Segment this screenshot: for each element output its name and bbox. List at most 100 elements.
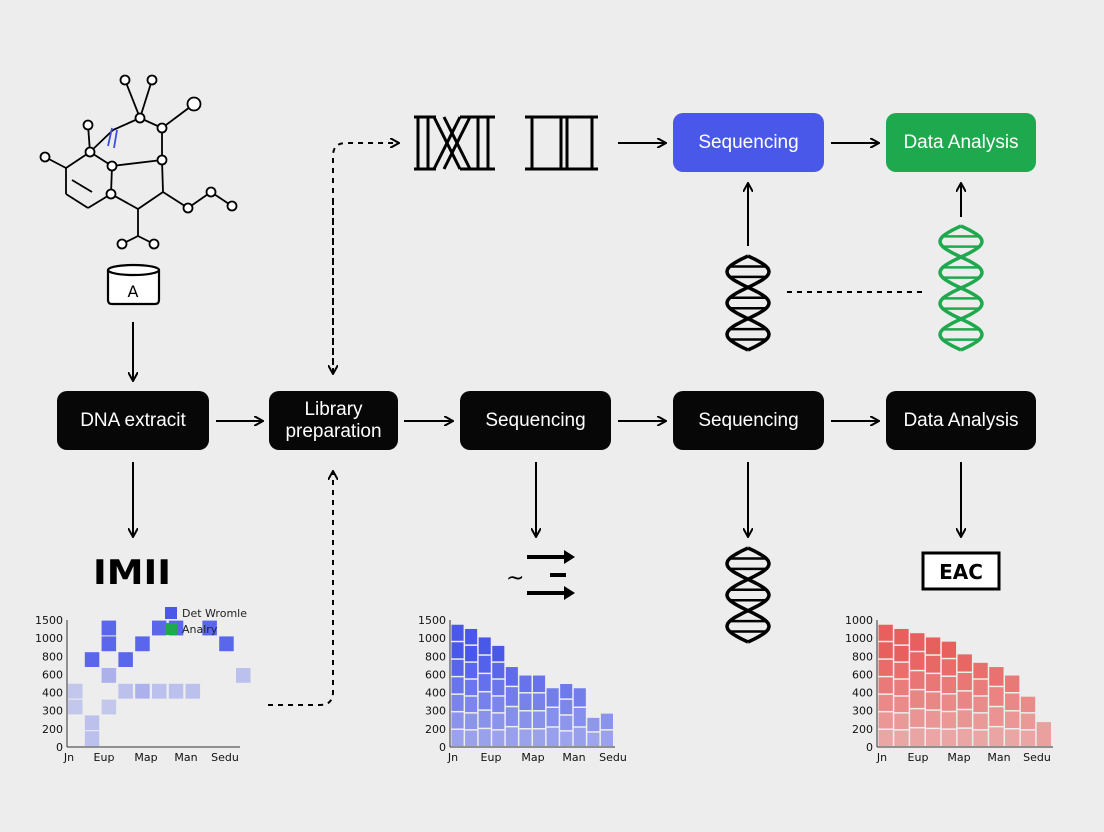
x-tick-label: Sedu	[1023, 751, 1051, 764]
heatmap-cell	[84, 652, 100, 667]
bar-segment	[878, 729, 893, 746]
bar-segment	[492, 679, 505, 696]
x-tick-label: Map	[947, 751, 970, 764]
dashed-arrow-library-to-top	[332, 143, 398, 373]
bar-segment	[957, 672, 972, 691]
y-tick-label: 1000	[845, 632, 873, 645]
x-tick-label: Jn	[447, 751, 458, 764]
bar-segment	[465, 679, 478, 696]
bar-segment	[957, 654, 972, 672]
dna-helix-icon	[725, 254, 771, 352]
eac-box: EAC	[921, 551, 1001, 591]
bar-segment	[478, 637, 491, 655]
bar-segment	[492, 713, 505, 730]
imii-glyph: IMII	[93, 553, 171, 593]
bar-segment	[878, 694, 893, 711]
dna-extract-node[interactable]: DNA extracit	[57, 391, 209, 450]
bar-segment	[894, 645, 909, 662]
legend-label: Analry	[182, 623, 218, 636]
bar-segment	[878, 624, 893, 641]
sequencing-node-2[interactable]: Sequencing	[673, 391, 824, 450]
library-preparation-node[interactable]: Library preparation	[269, 391, 398, 450]
bar-segment	[573, 688, 586, 707]
bar-segment	[546, 688, 559, 707]
bar-segment	[492, 696, 505, 713]
bar-segment	[925, 637, 941, 655]
bar-segment	[973, 679, 988, 696]
heatmap-cell	[152, 683, 167, 699]
data-analysis-node[interactable]: Data Analysis	[886, 391, 1036, 450]
data-analysis-top-node[interactable]: Data Analysis	[886, 113, 1036, 172]
bar-segment	[451, 729, 464, 746]
bar-segment	[941, 729, 957, 746]
y-tick-label: 800	[42, 650, 63, 663]
y-tick-label: 400	[42, 687, 63, 700]
eac-label: EAC	[939, 560, 983, 584]
dna-helix-bottom-icon	[725, 546, 771, 644]
bar-segment	[941, 659, 957, 676]
bar-segment	[451, 659, 464, 676]
bar-segment	[587, 732, 600, 746]
sequencing-top-node[interactable]: Sequencing	[673, 113, 824, 172]
bar-segment	[1005, 711, 1020, 729]
bar-segment	[492, 730, 505, 746]
heatmap-cell	[68, 683, 83, 699]
heatmap-cell	[101, 699, 117, 715]
y-tick-label: 800	[425, 650, 446, 663]
bar-segment	[533, 729, 546, 746]
molecule-icon	[39, 74, 238, 250]
library-prep-label-line2: preparation	[285, 420, 382, 442]
bar-segment	[957, 691, 972, 709]
legend-swatch	[165, 607, 177, 619]
dashed-arrow-chart-to-library	[268, 472, 333, 706]
heatmap-cell	[118, 652, 133, 667]
bar-segment	[478, 729, 491, 746]
heatmap-cell	[101, 620, 117, 636]
dna-helix-green-icon	[938, 224, 984, 352]
bar-segment	[941, 712, 957, 729]
y-tick-label: 200	[852, 723, 873, 736]
ladder-glyph-icon	[525, 115, 598, 171]
y-tick-label: 1500	[418, 614, 446, 627]
sequencing-node-1[interactable]: Sequencing	[460, 391, 611, 450]
data-analysis-top-label: Data Analysis	[903, 131, 1019, 153]
bar-segment	[533, 675, 546, 693]
x-tick-label: Man	[174, 751, 197, 764]
bar-segment	[941, 676, 957, 694]
bar-segment	[1005, 693, 1020, 711]
x-tick-label: Man	[987, 751, 1010, 764]
bar-segment	[573, 727, 586, 746]
bar-segment	[465, 628, 478, 645]
bar-segment	[451, 677, 464, 694]
bar-segment	[505, 707, 518, 726]
y-tick-label: 400	[852, 687, 873, 700]
bar-segment	[465, 662, 478, 679]
bar-segment	[894, 696, 909, 713]
heatmap-cell	[68, 699, 83, 715]
bar-segment	[560, 715, 573, 731]
bar-segment	[546, 727, 559, 746]
bar-segment	[600, 713, 613, 730]
bar-segment	[878, 642, 893, 659]
bar-segment	[1020, 696, 1036, 713]
sample-container-icon: A	[106, 263, 161, 306]
bar-segment	[560, 731, 573, 746]
barcode-glyph-icon	[414, 115, 495, 171]
heatmap-cell	[135, 636, 150, 652]
bar-segment	[533, 693, 546, 711]
bar-segment	[519, 675, 532, 693]
heatmap-cell	[202, 620, 217, 636]
bar-segment	[533, 711, 546, 729]
y-tick-label: 600	[425, 668, 446, 681]
x-tick-label: Jn	[63, 751, 74, 764]
bar-segment	[465, 696, 478, 713]
bar-segment	[519, 693, 532, 711]
bar-segment	[478, 710, 491, 728]
bar-segment	[878, 677, 893, 694]
bar-segment	[894, 662, 909, 679]
bar-segment	[478, 674, 491, 691]
